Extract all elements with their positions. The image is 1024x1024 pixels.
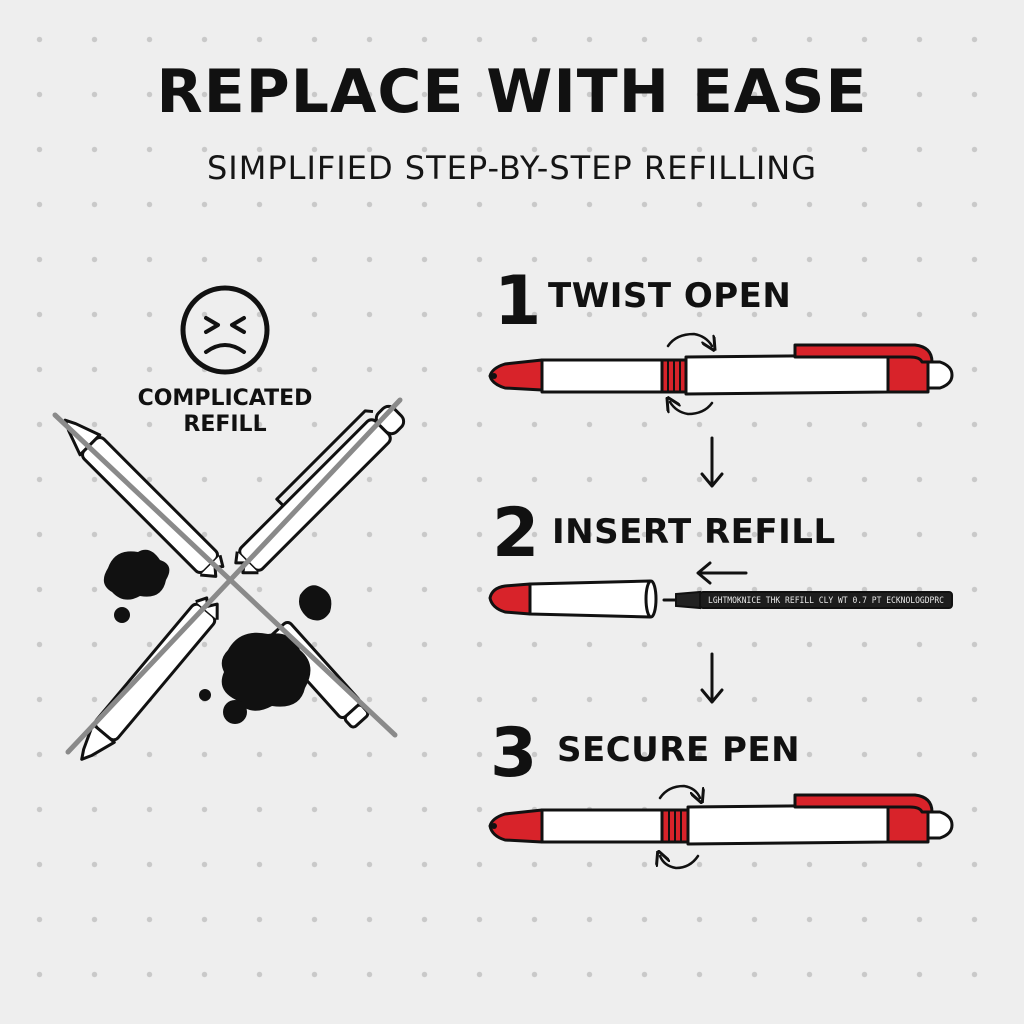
complicated-refill-label: COMPLICATED REFILL <box>100 386 350 439</box>
refill-printed-text: LGHTMOKNICE THK REFILL CLY WT 0.7 PT ECK… <box>708 596 944 606</box>
step-1-twist-arrows-icon <box>668 332 712 416</box>
step-1-label: TWIST OPEN <box>548 276 792 316</box>
cross-out-icon <box>52 397 403 755</box>
step-2-refill-cartridge-icon: LGHTMOKNICE THK REFILL CLY WT 0.7 PT ECK… <box>662 590 953 610</box>
step-1-number: 1 <box>494 262 542 341</box>
step-3-label: SECURE PEN <box>557 730 801 770</box>
down-arrow-1-icon <box>700 436 724 488</box>
frustrated-face-icon <box>180 285 270 375</box>
ink-splatter-icon <box>103 549 332 724</box>
step-2-left-arrow-icon <box>696 561 748 585</box>
step-1-pen-icon <box>488 343 954 396</box>
step-2-label: INSERT REFILL <box>552 512 836 552</box>
step-3-twist-arrows-icon <box>660 784 700 870</box>
complicated-label-line1: COMPLICATED <box>137 386 313 411</box>
step-3-pen-icon <box>488 793 954 846</box>
complicated-label-line2: REFILL <box>183 412 267 438</box>
step-2-pen-tip-icon <box>488 579 658 619</box>
down-arrow-2-icon <box>700 652 724 704</box>
page-subtitle: SIMPLIFIED STEP-BY-STEP REFILLING <box>206 149 818 187</box>
step-3-number: 3 <box>490 714 538 793</box>
step-2-number: 2 <box>492 494 540 573</box>
page-title: REPLACE WITH EASE <box>156 57 868 127</box>
